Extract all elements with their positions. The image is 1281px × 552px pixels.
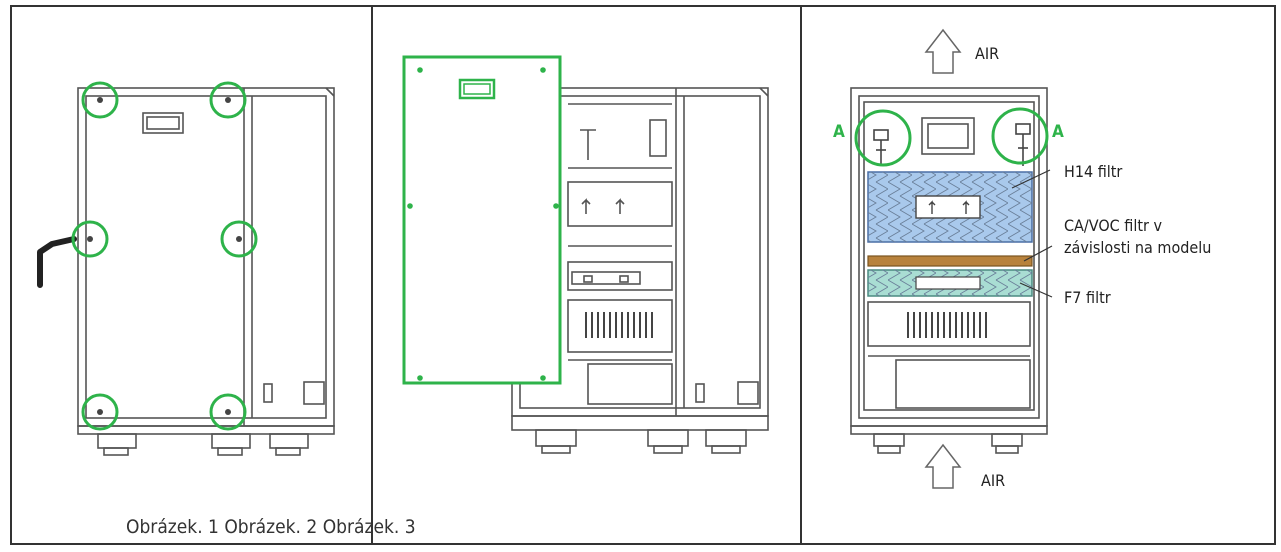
marker-a-left: A: [833, 122, 845, 142]
screw-circle-mid-right: [220, 220, 258, 258]
figure-frame: [10, 5, 1276, 545]
marker-circle-right: [991, 107, 1049, 165]
thumb-screw-left: [873, 129, 889, 166]
air-top-label: AIR: [975, 44, 1000, 63]
air-bottom-label: AIR: [981, 471, 1006, 490]
marker-circle-left: [854, 109, 912, 167]
ca-voc-filter-label-line2: závislosti na modelu: [1064, 238, 1212, 257]
marker-a-right: A: [1052, 122, 1064, 142]
air-inlet-arrow-icon: [924, 443, 962, 489]
hex-key-icon: [37, 236, 77, 288]
f7-filter-label: F7 filtr: [1064, 288, 1111, 307]
thumb-screw-right: [1015, 123, 1031, 166]
screw-circle-top-left: [81, 81, 119, 119]
screw-circle-bottom-right: [209, 393, 247, 431]
screw-circle-top-right: [209, 81, 247, 119]
air-outlet-arrow-icon: [924, 28, 962, 74]
ca-voc-filter-label-line1: CA/VOC filtr v: [1064, 216, 1162, 235]
ca-voc-filter: [867, 255, 1033, 267]
screw-markers: [71, 81, 258, 431]
f7-leader: [1019, 282, 1053, 298]
fan-grille: [585, 312, 653, 338]
filter-arrows: [580, 129, 629, 283]
f7-filter: [867, 269, 1033, 297]
h14-filter-label: H14 filtr: [1064, 162, 1123, 181]
h14-leader: [1011, 169, 1051, 189]
screw-circle-mid-left: [71, 220, 109, 258]
figure-3-filters: [850, 28, 1053, 489]
h14-filter: [867, 171, 1033, 243]
open-door-highlight: [402, 55, 562, 385]
figure-1-unit-closed: [77, 87, 335, 456]
screw-circle-bottom-left: [81, 393, 119, 431]
ca-voc-leader: [1023, 245, 1053, 262]
figure-caption: Obrázek. 1 Obrázek. 2 Obrázek. 3: [126, 516, 416, 538]
